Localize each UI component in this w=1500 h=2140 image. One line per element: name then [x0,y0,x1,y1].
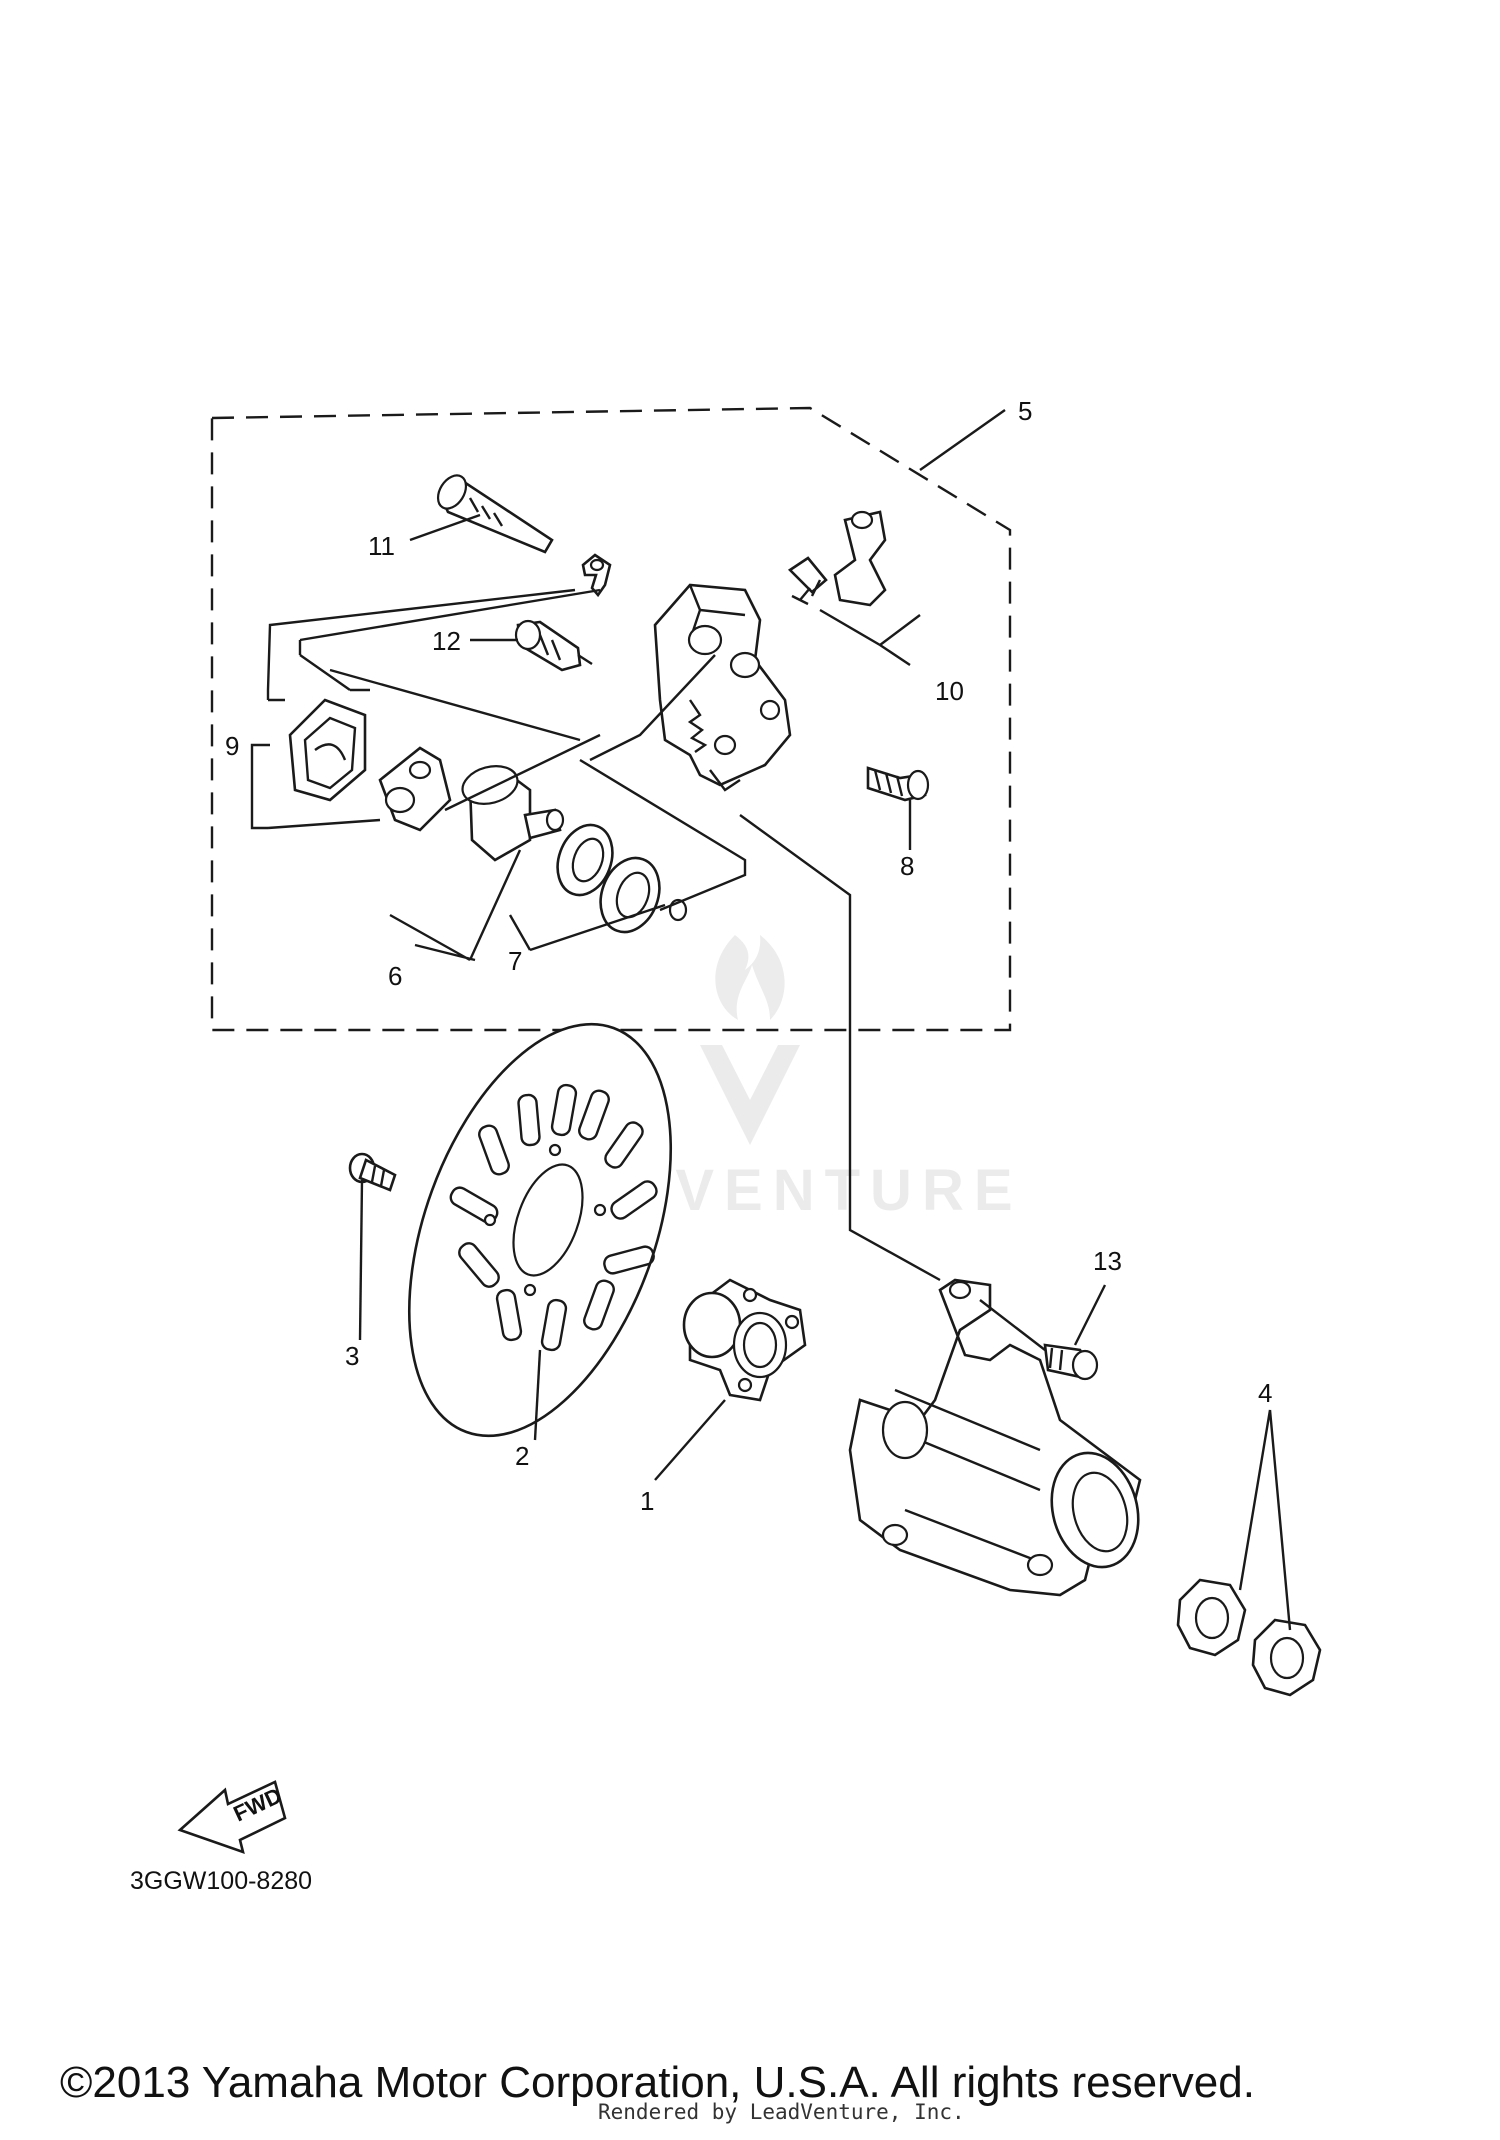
part-caliper-body [653,583,792,792]
callout-4: 4 [1258,1378,1272,1408]
part-caliper-bracket [848,1278,1142,1597]
callout-9: 9 [225,731,239,761]
callout-1: 1 [640,1486,654,1516]
diagram-code: 3GGW100-8280 [130,1867,313,1895]
callout-2: 2 [515,1441,529,1471]
part-pad-clip [581,553,612,598]
copyright-notice: ©2013 Yamaha Motor Corporation, U.S.A. A… [60,2058,1255,2107]
callout-13: 13 [1093,1246,1122,1276]
part-8-bolt [866,766,930,802]
part-2-brake-disc [407,1022,673,1438]
callout-3: 3 [345,1341,359,1371]
part-12-bolt [514,619,593,672]
callout-7: 7 [508,946,522,976]
part-13-bolt [1043,1343,1099,1381]
part-7-seal-kit [556,823,688,934]
callout-labels: 1 2 3 4 5 6 7 8 9 10 11 12 13 [225,396,1272,1516]
part-6-piston [461,765,565,862]
part-4-nuts [1176,1578,1322,1697]
fwd-arrow-icon: FWD [177,1780,287,1855]
callout-6: 6 [388,961,402,991]
part-9-brake-pads [288,698,452,832]
part-1-hub [682,1278,807,1402]
part-11-pin [436,474,554,554]
callout-8: 8 [900,851,914,881]
part-10-bleed-screw-set [787,510,887,607]
callout-12: 12 [432,626,461,656]
callout-5: 5 [1018,396,1032,426]
part-3-bolt [348,1152,397,1192]
callout-11: 11 [368,531,395,561]
rendered-by-credit: Rendered by LeadVenture, Inc. [598,2100,965,2124]
leader-lines [250,409,1292,1631]
callout-10: 10 [935,676,964,706]
